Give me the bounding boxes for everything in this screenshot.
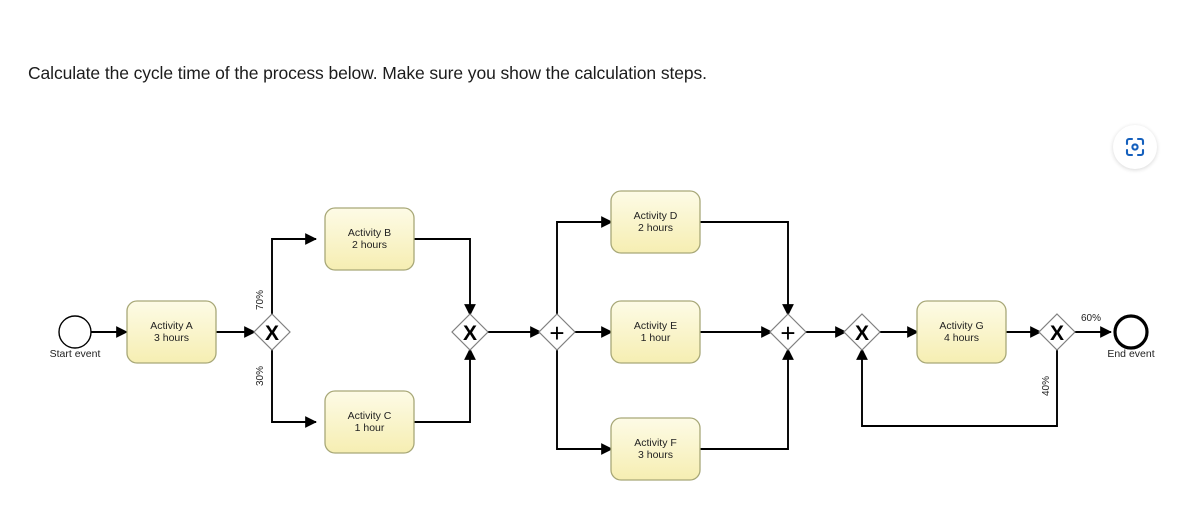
task-name: Activity F — [634, 437, 677, 449]
scan-capture-button[interactable] — [1113, 125, 1157, 169]
task-duration: 2 hours — [352, 239, 387, 251]
task-name: Activity C — [348, 410, 392, 422]
start-event[interactable]: Start event — [50, 315, 101, 360]
task-box — [610, 190, 701, 254]
gateway-diamond — [1038, 313, 1076, 351]
flow-d-to-gw4 — [698, 221, 794, 316]
task-name: Activity A — [150, 320, 193, 332]
gateway-symbol: + — [780, 318, 795, 348]
flow-gw3-to-f — [556, 349, 613, 455]
gateway-symbol: X — [855, 322, 869, 345]
flow-rework-loop — [856, 348, 1058, 427]
task-activity-g[interactable]: Activity G 4 hours — [916, 300, 1007, 364]
bpmn-diagram: Start event End event Activity A 3 hours… — [0, 170, 1196, 510]
flow-f-to-gw4 — [698, 348, 794, 450]
task-activity-a[interactable]: Activity A 3 hours — [126, 300, 217, 364]
gateway-diamond — [538, 313, 576, 351]
flow-gw1-to-c — [271, 349, 317, 428]
gateway-and-join[interactable]: + — [769, 313, 807, 351]
gateway-xor-merge-1[interactable]: X — [451, 313, 489, 351]
flow-c-to-gw2 — [413, 348, 476, 423]
flow-label-60-percent: 60% — [1081, 313, 1101, 324]
flow-label-30-percent: 30% — [255, 366, 266, 386]
task-duration: 4 hours — [944, 332, 979, 344]
task-box — [610, 417, 701, 481]
task-box — [324, 207, 415, 271]
task-box — [324, 390, 415, 454]
task-duration: 3 hours — [638, 449, 673, 461]
gateway-symbol: X — [265, 322, 279, 345]
task-activity-c[interactable]: Activity C 1 hour — [324, 390, 415, 454]
task-duration: 1 hour — [355, 422, 385, 434]
gateway-symbol: X — [463, 322, 477, 345]
task-activity-d[interactable]: Activity D 2 hours — [610, 190, 701, 254]
gateway-xor-merge-2[interactable]: X — [843, 313, 881, 351]
start-event-circle — [58, 315, 92, 349]
sequence-flows — [91, 216, 1112, 455]
gateway-diamond — [769, 313, 807, 351]
gateway-diamond — [451, 313, 489, 351]
question-prompt: Calculate the cycle time of the process … — [28, 63, 707, 83]
task-activity-b[interactable]: Activity B 2 hours — [324, 207, 415, 271]
gateway-symbol: X — [1050, 322, 1064, 345]
scan-capture-icon — [1123, 135, 1147, 159]
flow-label-40-percent: 40% — [1041, 376, 1052, 396]
task-name: Activity D — [634, 210, 678, 222]
task-name: Activity B — [348, 227, 391, 239]
flow-b-to-gw2 — [413, 238, 476, 316]
gateway-xor-split-1[interactable]: X — [253, 313, 291, 351]
task-box — [916, 300, 1007, 364]
task-box — [126, 300, 217, 364]
task-duration: 3 hours — [154, 332, 189, 344]
flow-gw1-to-b — [271, 233, 317, 315]
task-duration: 1 hour — [641, 332, 671, 344]
gateway-diamond — [253, 313, 291, 351]
task-activity-f[interactable]: Activity F 3 hours — [610, 417, 701, 481]
flow-gw3-to-d — [556, 216, 613, 315]
start-event-label: Start event — [50, 348, 101, 360]
gateway-xor-split-2[interactable]: X — [1038, 313, 1076, 351]
flow-label-70-percent: 70% — [255, 290, 266, 310]
end-event-circle — [1113, 314, 1149, 350]
gateway-symbol: + — [549, 318, 564, 348]
task-name: Activity G — [939, 320, 983, 332]
task-name: Activity E — [634, 320, 677, 332]
task-activity-e[interactable]: Activity E 1 hour — [610, 300, 701, 364]
end-event-label: End event — [1107, 348, 1154, 360]
gateway-and-split[interactable]: + — [538, 313, 576, 351]
task-box — [610, 300, 701, 364]
task-duration: 2 hours — [638, 222, 673, 234]
end-event[interactable]: End event — [1107, 314, 1155, 360]
gateway-diamond — [843, 313, 881, 351]
